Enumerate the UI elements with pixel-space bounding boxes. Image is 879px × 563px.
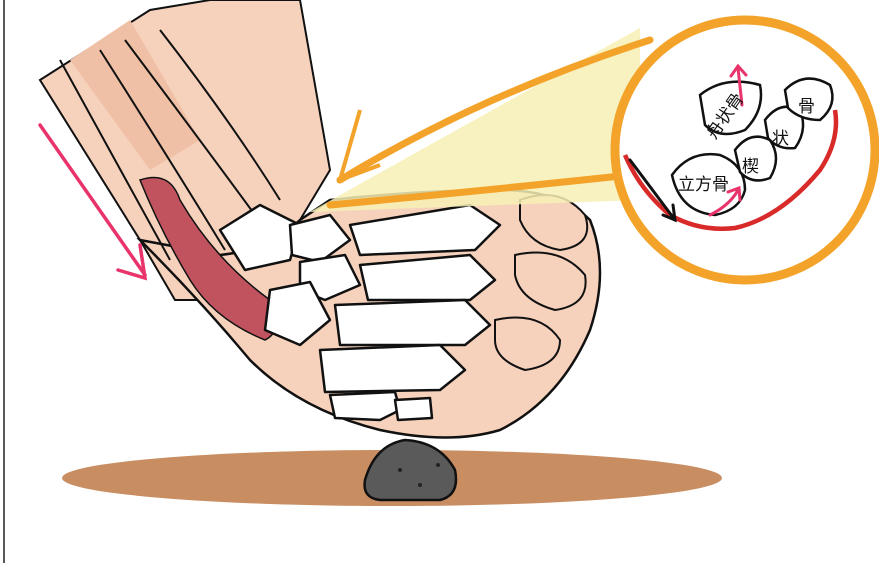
- label-cuneiform-1: 楔: [742, 157, 759, 177]
- label-cuneiform-2: 状: [772, 129, 789, 149]
- zoom-beam: [310, 28, 640, 212]
- stone-icon: [365, 440, 456, 500]
- label-cuneiform-3: 骨: [798, 97, 815, 117]
- label-cuboid: 立方骨: [678, 175, 729, 195]
